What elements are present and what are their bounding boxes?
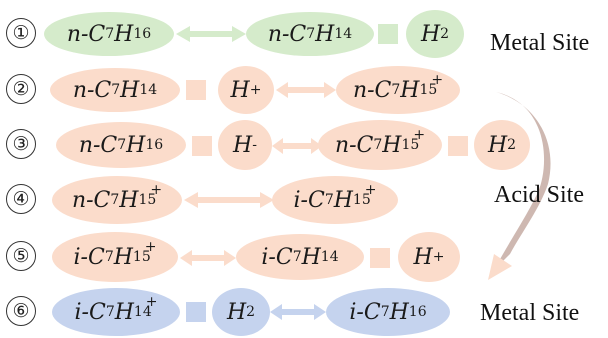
double-arrow-icon xyxy=(270,304,326,320)
plus-icon xyxy=(186,80,206,100)
step-number-2: ② xyxy=(6,74,36,104)
plus-icon xyxy=(192,136,212,156)
species-h-plus: H+ xyxy=(218,66,274,114)
step-number-4: ④ xyxy=(6,184,36,214)
acid-site-label: Acid Site xyxy=(494,182,584,208)
plus-icon xyxy=(378,24,398,44)
curved-arrow-icon xyxy=(488,92,551,280)
metal-site-label-bottom: Metal Site xyxy=(480,300,580,326)
step-number-1: ① xyxy=(6,18,36,48)
double-arrow-icon xyxy=(184,192,274,208)
species-h-minus: H- xyxy=(218,120,272,170)
double-arrow-icon xyxy=(272,138,322,154)
step-number-5: ⑤ xyxy=(6,241,36,271)
metal-site-label-top: Metal Site xyxy=(490,30,590,56)
plus-icon xyxy=(370,248,390,268)
double-arrow-icon xyxy=(176,26,246,42)
plus-icon xyxy=(448,136,468,156)
double-arrow-icon xyxy=(180,250,236,266)
double-arrow-icon xyxy=(276,82,336,98)
plus-icon xyxy=(186,302,206,322)
step-number-3: ③ xyxy=(6,129,36,159)
step-number-6: ⑥ xyxy=(6,296,36,326)
species-h-plus: H+ xyxy=(398,232,460,282)
